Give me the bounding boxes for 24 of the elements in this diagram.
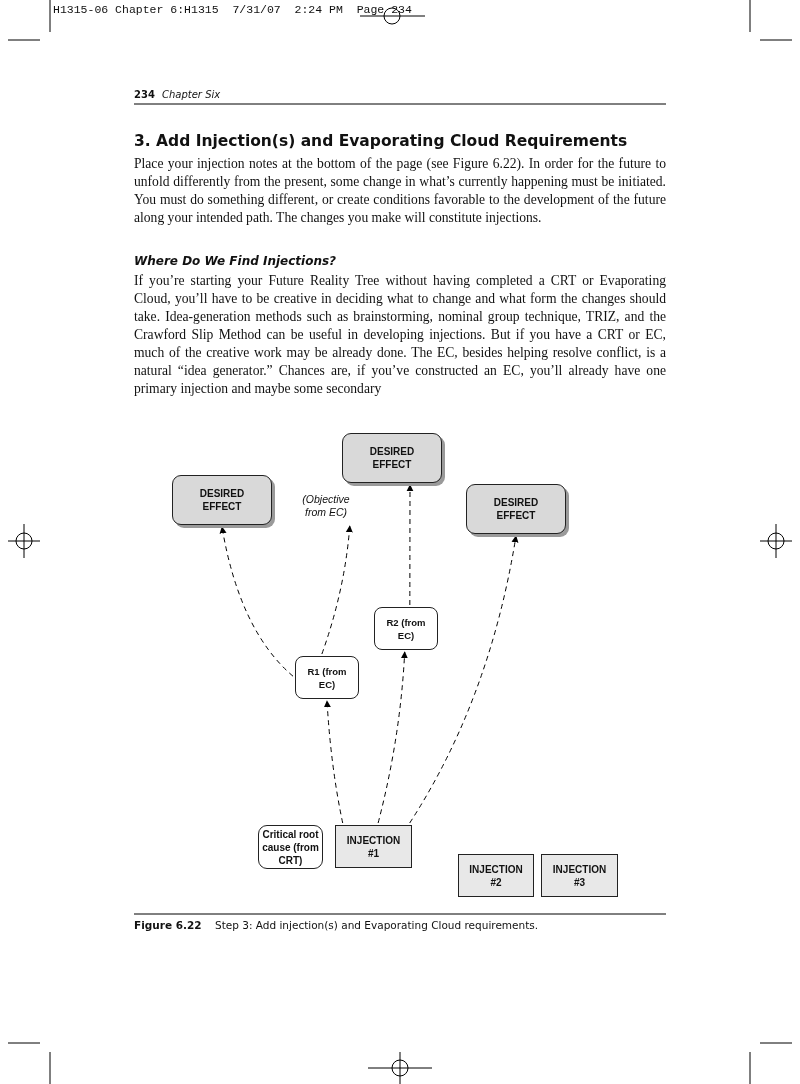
print-slug: H1315-06 Chapter 6:H1315 7/31/07 2:24 PM Page 234 (53, 3, 412, 16)
injection-box: INJECTION #2 (458, 854, 534, 897)
injection-box: INJECTION #3 (541, 854, 618, 897)
requirement-box: R1 (from EC) (295, 656, 359, 699)
arrow (406, 484, 414, 606)
section-heading: 3. Add Injection(s) and Evaporating Cloud Requirements (134, 132, 628, 150)
arrow (409, 535, 519, 824)
requirement-box: R2 (from EC) (374, 607, 438, 650)
note-text: (Objective from EC) (292, 488, 360, 524)
figure-caption: Figure 6.22 Step 3: Add injection(s) and Evaporating Cloud requirements. (134, 919, 539, 931)
subheading: Where Do We Find Injections? (134, 254, 337, 268)
running-head: Chapter Six (162, 89, 221, 100)
cause-box: Critical root cause (from CRT) (258, 825, 323, 869)
effect-box: DESIRED EFFECT (172, 475, 272, 525)
paragraph: Place your injection notes at the bottom of the page (see Figure 6.22). In order for the future to unfold differently from the present, some change in what’s currently happening must be initiated. You must do something different, or create conditions favorable to the development of the future along your intended path. The changes you make will constitute injections. (134, 155, 666, 227)
arrow (323, 700, 344, 824)
effect-box: DESIRED EFFECT (342, 433, 442, 483)
page-number: 234 (134, 89, 155, 100)
arrow (321, 525, 353, 655)
arrow (219, 526, 294, 677)
effect-box: DESIRED EFFECT (466, 484, 566, 534)
arrow (377, 651, 408, 824)
injection-box: INJECTION #1 (335, 825, 412, 868)
paragraph: If you’re starting your Future Reality Tree without having completed a CRT or Evaporating Cloud, you’ll have to be creative in deciding what to change and what form the changes should take. Idea-generation methods such as brainstorming, nominal group technique, TRIZ, and the Crawford Slip Method can be useful in developing injections. But if you have a CRT or EC, much of the creative work may be already done. The EC, besides helping resolve conflict, is a natural “idea generator.” Chances are, if you’ve constructed an EC, you’ll already have one primary injection and maybe some secondary (134, 272, 666, 398)
